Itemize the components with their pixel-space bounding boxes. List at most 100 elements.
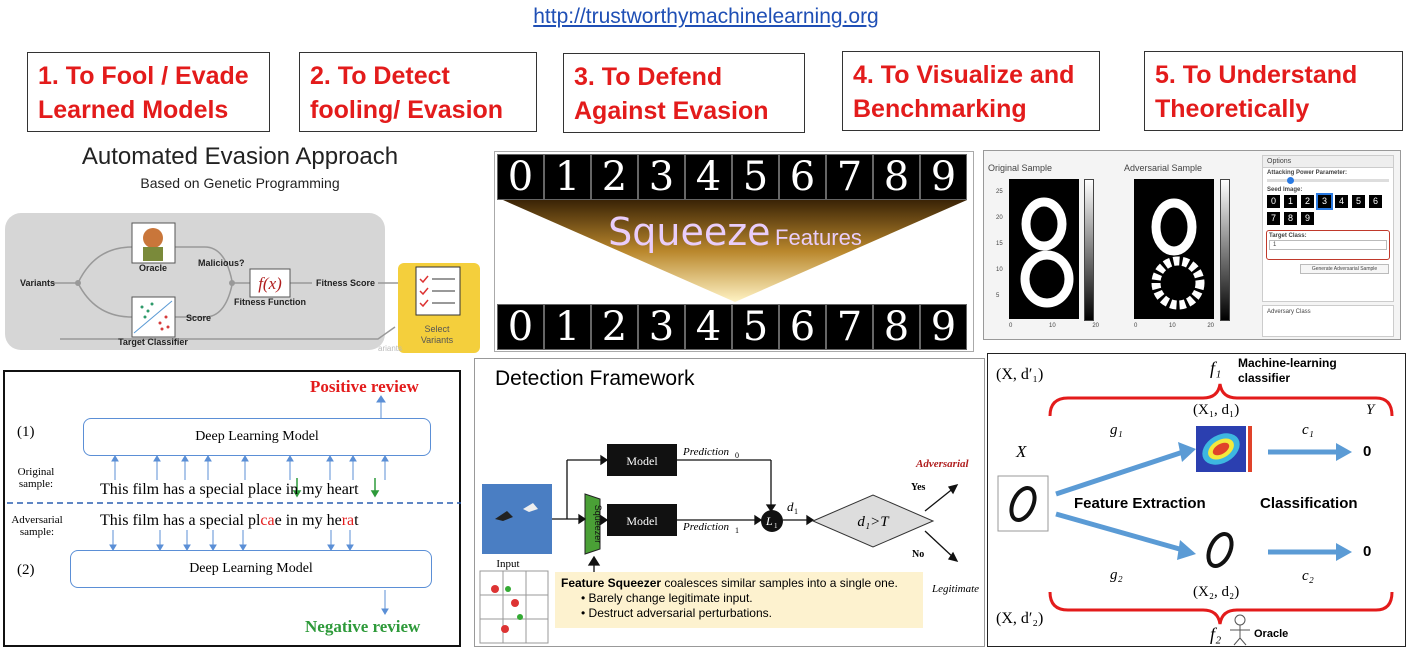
- seed-digit-0[interactable]: 0: [1267, 195, 1280, 208]
- theory-diagram: [997, 383, 1394, 646]
- seed-digit-9[interactable]: 9: [1301, 212, 1314, 225]
- squeezed-digit-0: 0: [497, 304, 544, 350]
- squeezed-digit-5: 5: [732, 304, 779, 350]
- goal-box-2: 2. To Detect fooling/ Evasion: [299, 52, 537, 132]
- brace-bottom: [1048, 591, 1394, 625]
- seed-digit-4[interactable]: 4: [1335, 195, 1348, 208]
- prediction0-label: Prediction: [682, 446, 730, 458]
- squeezed-digit-6: 6: [779, 304, 826, 350]
- x2-d2-label: (X₂, d₂): [1193, 584, 1240, 600]
- detection-panel: Detection Framework Input: [474, 358, 985, 647]
- negative-review-label: Negative review: [305, 617, 421, 636]
- output-1: 0: [1363, 443, 1372, 460]
- goal-5-line1: 5. To Understand: [1155, 61, 1358, 89]
- goal-5-line2: Theoretically: [1155, 95, 1310, 123]
- goal-3-line1: 3. To Defend: [574, 63, 723, 91]
- seed-digit-1[interactable]: 1: [1284, 195, 1297, 208]
- variants-faded-label: ariants: [378, 344, 402, 353]
- slider-handle[interactable]: [1287, 177, 1294, 184]
- text-attack-arrows: [7, 395, 461, 615]
- noisy-digit-4: 4: [685, 154, 732, 200]
- c2-label: c₂: [1302, 568, 1314, 584]
- select-label-1: Select: [424, 324, 450, 334]
- goal-1-line1: 1. To Fool / Evade: [38, 62, 249, 90]
- original-colorbar: [1084, 179, 1094, 321]
- model-label-1: Model: [626, 514, 658, 528]
- goal-1-line2: Learned Models: [38, 96, 229, 124]
- seed-digit-7[interactable]: 7: [1267, 212, 1280, 225]
- adversarial-sample-image: [1134, 179, 1214, 319]
- note-bullet-2: • Destruct adversarial perturbations.: [581, 606, 772, 620]
- original-sample-label: Original sample:: [11, 466, 61, 490]
- note-bullet-1-text: Barely change legitimate input.: [588, 591, 753, 605]
- squeezer-note: Feature Squeezer coalesces similar sampl…: [555, 572, 923, 628]
- evasion-title: Automated Evasion Approach: [81, 143, 399, 170]
- noisy-digit-9: 9: [920, 154, 967, 200]
- decision-diamond: [811, 494, 935, 548]
- goal-4-line1: 4. To Visualize and: [853, 61, 1075, 89]
- feature-extraction-label: Feature Extraction: [1074, 495, 1206, 512]
- seed-digit-3[interactable]: 3: [1316, 193, 1333, 210]
- y-label: Y: [1366, 402, 1375, 418]
- attacking-power-slider[interactable]: [1267, 177, 1389, 184]
- ml-classifier-label: Machine-learning classifier: [1238, 356, 1337, 386]
- oracle-label: Oracle: [1254, 628, 1289, 640]
- adversarial-sentence: This film has a special plcae in my hera…: [100, 512, 359, 530]
- goal-box-4: 4. To Visualize and Benchmarking: [842, 51, 1100, 131]
- evasion-background: [5, 213, 385, 350]
- seed-digit-2[interactable]: 2: [1301, 195, 1314, 208]
- x-tick-10: 10: [1048, 323, 1056, 329]
- deep-learning-model-box-2: Deep Learning Model: [70, 550, 432, 588]
- noisy-digit-1: 1: [544, 154, 591, 200]
- target-class-label: Target Class:: [1269, 233, 1307, 239]
- original-sentence: This film has a special place in my hear…: [100, 481, 359, 498]
- evasion-subtitle: Based on Genetic Programming: [140, 175, 340, 191]
- x-tick-0: 0: [1009, 323, 1013, 329]
- theory-panel: (X, d′₁) (X, d′₂) f₁ Machine-learning cl…: [987, 353, 1406, 647]
- arrow-head-c2: [1336, 543, 1352, 561]
- noisy-digit-7: 7: [826, 154, 873, 200]
- adversary-class-panel: Adversary Class: [1262, 305, 1394, 337]
- prediction1-label: Prediction: [682, 521, 730, 533]
- target-class-select[interactable]: 1: [1269, 240, 1387, 250]
- f2-label: f₂: [1210, 624, 1222, 644]
- seed-digit-5[interactable]: 5: [1352, 195, 1365, 208]
- original-sample-label: Original Sample: [988, 163, 1053, 173]
- seed-image-label: Seed Image:: [1267, 187, 1303, 193]
- seed-digit-8[interactable]: 8: [1284, 212, 1297, 225]
- noisy-digit-3: 3: [638, 154, 685, 200]
- l1-label: L: [765, 514, 773, 528]
- x1-d1-label: (X₁, d₁): [1193, 402, 1240, 418]
- goal-2-line1: 2. To Detect: [310, 62, 450, 90]
- squeeze-label: Squeeze Features: [495, 210, 975, 254]
- fitness-function-box: [249, 268, 291, 298]
- f1-label: f₁: [1210, 358, 1222, 378]
- arrow-head-g2: [1177, 540, 1196, 560]
- brace-top: [1048, 383, 1394, 417]
- heatmap-colorbar: [1248, 426, 1252, 472]
- squeezer-label: Squeezer: [593, 505, 603, 544]
- fx-label: f(x): [258, 274, 282, 293]
- options-header: Options: [1263, 156, 1393, 168]
- adv-part2: e in my he: [274, 512, 342, 529]
- model-box-0: [607, 444, 677, 476]
- squeezed-digit-3: 3: [638, 304, 685, 350]
- c1-label: c₁: [1302, 422, 1314, 438]
- y-tick-10: 10: [996, 267, 1003, 273]
- note-bullet-1: • Barely change legitimate input.: [581, 591, 753, 605]
- label-2: (2): [17, 562, 35, 578]
- x-ticks-original: 0 10 20: [1009, 323, 1099, 329]
- goal-4-line2: Benchmarking: [853, 95, 1027, 123]
- note-line: Feature Squeezer coalesces similar sampl…: [561, 576, 917, 591]
- site-url-link[interactable]: http://trustworthymachinelearning.org: [533, 5, 879, 28]
- squeezed-digit-2: 2: [591, 304, 638, 350]
- seed-digit-6[interactable]: 6: [1369, 195, 1382, 208]
- generate-adversarial-button[interactable]: Generate Adversarial Sample: [1300, 264, 1389, 274]
- squeeze-panel: Squeeze Features 0 1 2 3 4 5 6 7 8 9 0 1…: [494, 151, 974, 352]
- score-label: Score: [186, 313, 211, 323]
- oracle-label: Oracle: [139, 263, 167, 273]
- features-word: Features: [775, 225, 862, 250]
- attacking-power-label: Attacking Power Parameter:: [1267, 170, 1348, 176]
- detection-diagram: Input Squeezer Model Model Prediction 0 …: [479, 444, 979, 644]
- input-label: Input: [496, 558, 519, 570]
